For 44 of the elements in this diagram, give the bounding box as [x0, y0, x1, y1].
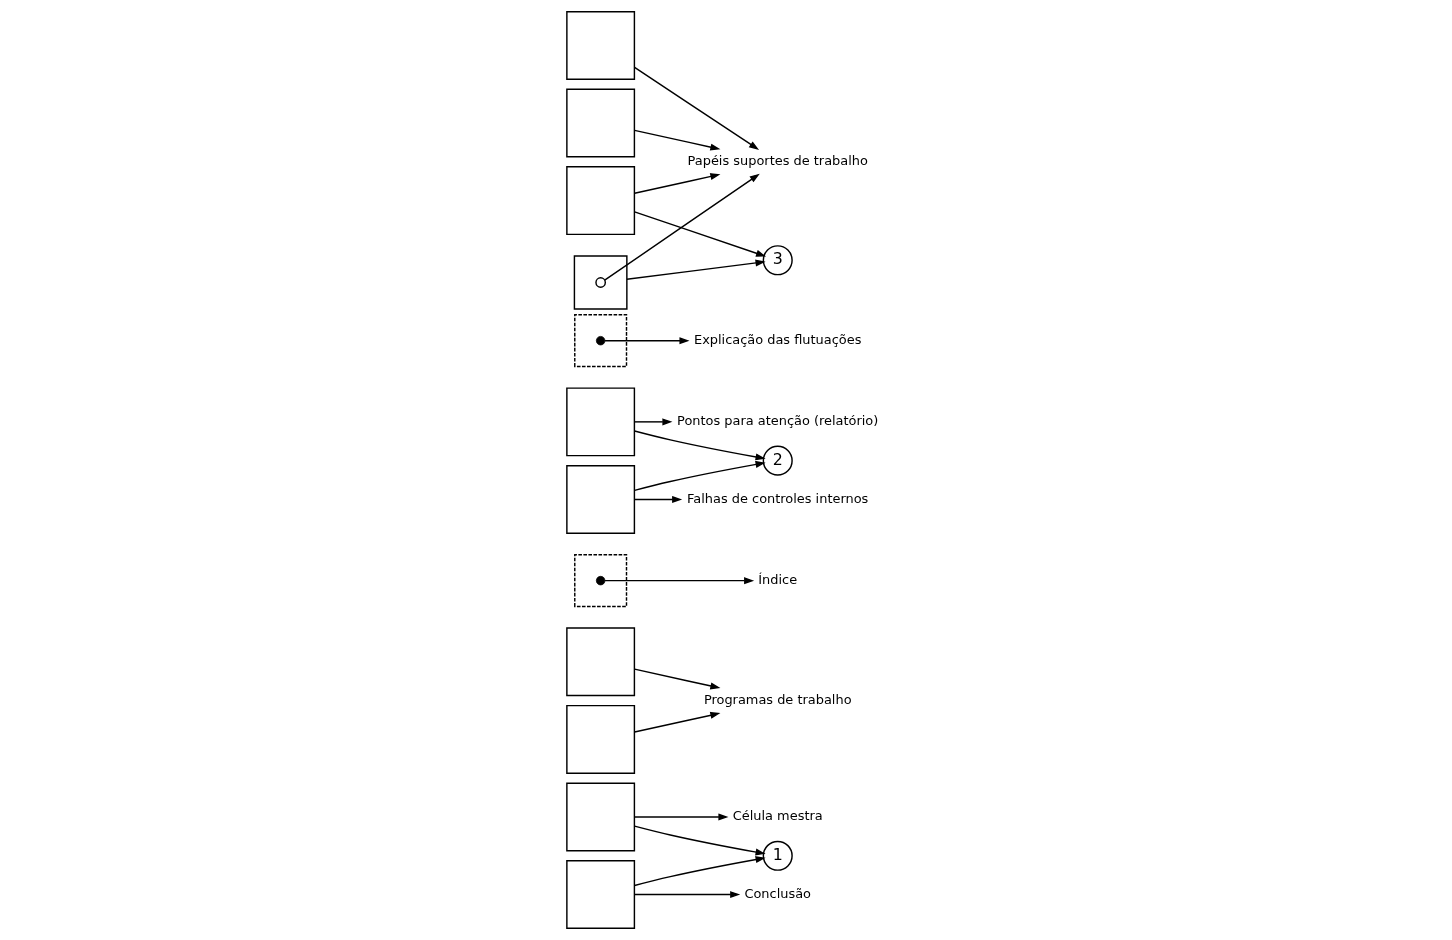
node-text: Falhas de controles internos — [687, 490, 869, 506]
node-box — [566, 627, 636, 697]
cluster — [574, 314, 628, 368]
node-text: Papéis suportes de trabalho — [687, 152, 868, 168]
node-box — [566, 464, 636, 534]
cluster — [573, 255, 628, 310]
node-box — [566, 88, 636, 158]
arrow — [633, 668, 721, 690]
node-circle: 2 — [762, 445, 793, 476]
arrow — [633, 129, 721, 151]
node-circle: 1 — [762, 840, 793, 871]
node-text: Célula mestra — [732, 808, 823, 824]
node-box — [566, 782, 636, 852]
node-text: Pontos para atenção (relatório) — [677, 413, 879, 429]
node-text: Programas de trabalho — [703, 691, 852, 707]
arrow — [633, 173, 721, 194]
node-dot — [595, 336, 606, 346]
node-text: Índice — [758, 571, 798, 587]
node-text: Conclusão — [744, 885, 812, 901]
node-text: Explicação das flutuações — [694, 331, 862, 347]
arrow — [633, 495, 683, 503]
node-box — [566, 10, 636, 80]
arrow — [604, 577, 755, 585]
arrow — [633, 813, 729, 821]
arrow — [604, 337, 690, 345]
node-circle: 3 — [762, 245, 793, 276]
arrow — [633, 418, 673, 426]
arrow — [633, 430, 766, 461]
arrow — [604, 173, 760, 281]
node-box — [566, 166, 636, 236]
node-box — [566, 387, 636, 457]
arrow — [626, 259, 766, 280]
arrow — [633, 891, 741, 899]
node-circle — [595, 277, 607, 288]
arrow — [633, 66, 760, 150]
arrow — [633, 211, 767, 257]
arrow — [633, 711, 721, 733]
node-dot — [595, 575, 606, 586]
node-box — [566, 704, 636, 774]
arrow — [633, 825, 766, 856]
cluster — [574, 554, 628, 608]
arrow — [633, 856, 766, 887]
node-box — [566, 860, 636, 930]
arrow — [633, 460, 766, 492]
